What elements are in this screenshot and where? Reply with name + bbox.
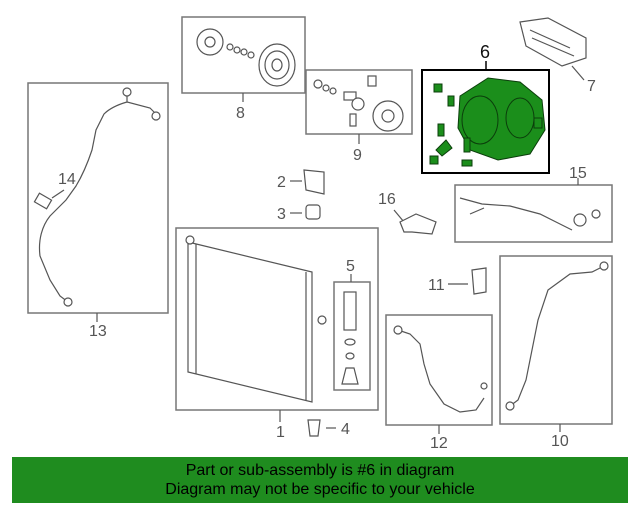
part-15-pipe-branch (469, 207, 485, 215)
part-12-fitting (393, 325, 403, 335)
part-9-bolt (367, 75, 377, 87)
callout-7: 7 (587, 78, 596, 95)
callout-4: 4 (341, 421, 350, 438)
part-12-box (385, 314, 493, 426)
callout-1: 1 (276, 424, 285, 441)
part-9-bolt-2 (349, 113, 357, 127)
part-12-fitting-2 (480, 382, 488, 390)
part-6-bolt-a (433, 83, 443, 93)
part-15-box (454, 184, 613, 243)
callout-8: 8 (236, 105, 245, 122)
part-5-desiccant (343, 291, 357, 331)
callout-2: 2 (277, 174, 286, 191)
part-9-coil-center (381, 109, 395, 123)
part-5-oring (345, 352, 355, 360)
part-2-seal[interactable] (303, 169, 325, 195)
info-banner: Part or sub-assembly is #6 in diagram Di… (12, 457, 628, 503)
part-1-tanks (195, 244, 307, 400)
part-9-washer (313, 79, 323, 89)
part-1-mount-2 (317, 315, 327, 325)
part-13-fitting-top (122, 87, 132, 97)
part-12-hose (397, 329, 485, 413)
part-10-fitting (599, 261, 609, 271)
part-9-washer-3 (329, 87, 337, 95)
callout-3: 3 (277, 206, 286, 223)
part-13-hose (38, 92, 128, 303)
part-6-bolt-g (533, 117, 543, 129)
part-15-oring-2 (591, 209, 601, 219)
part-13-hose-group[interactable] (27, 82, 169, 314)
part-10-box (499, 255, 613, 425)
part-7-bracket[interactable] (519, 17, 587, 67)
part-13-box (27, 82, 169, 314)
callout-13: 13 (89, 323, 107, 340)
callout-15: 15 (569, 165, 587, 182)
part-6-compressor-rear (505, 97, 535, 139)
part-8-shim-2 (233, 46, 241, 54)
callout-6: 6 (480, 42, 490, 62)
part-9-coil-group[interactable] (305, 69, 413, 135)
callout-12: 12 (430, 435, 448, 452)
part-10-hose (509, 265, 605, 407)
callout-9: 9 (353, 147, 362, 164)
part-8-hub (204, 36, 216, 48)
part-9-ring (351, 97, 365, 111)
part-4-cushion[interactable] (307, 419, 321, 437)
part-13-fitting-right (151, 111, 161, 121)
part-15-pipe-group[interactable] (454, 184, 613, 243)
callout-14: 14 (58, 171, 76, 188)
banner-line-1: Part or sub-assembly is #6 in diagram (185, 462, 455, 479)
part-6-bolt-f (461, 159, 473, 167)
part-6-compressor-group[interactable] (421, 69, 550, 174)
callout-10: 10 (551, 433, 569, 450)
part-8-shim-4 (247, 51, 255, 59)
part-13-fitting-bottom (63, 297, 73, 307)
part-5-plug (344, 338, 356, 346)
part-8-shim (226, 43, 234, 51)
part-1-condenser-core (187, 241, 313, 403)
part-9-washer-2 (322, 84, 330, 92)
part-14-body (33, 192, 53, 210)
part-6-compressor-face (461, 95, 499, 145)
part-12-hose-group[interactable] (385, 314, 493, 426)
part-7-ribs (529, 29, 575, 57)
part-6-bracket (435, 139, 453, 157)
part-14-sensor[interactable] (33, 192, 53, 210)
part-11-bracket[interactable] (471, 267, 487, 295)
part-8-pulley-bore (271, 58, 283, 72)
leader-16 (393, 209, 405, 223)
part-7-body (519, 17, 587, 67)
part-8-shim-3 (240, 48, 248, 56)
part-10-hose-group[interactable] (499, 255, 613, 425)
part-3-cushion[interactable] (305, 204, 321, 220)
part-16-bracket[interactable] (399, 213, 437, 235)
banner-line-2: Diagram may not be specific to your vehi… (165, 481, 475, 498)
callout-11: 11 (428, 277, 445, 294)
part-15-oring (573, 213, 587, 227)
part-6-bolt-c (437, 123, 445, 137)
part-5-cap (341, 367, 359, 385)
part-6-bolt-e (463, 137, 471, 153)
part-5-receiver-group[interactable] (333, 281, 371, 391)
callout-16: 16 (378, 191, 396, 208)
part-1-mount (185, 235, 195, 245)
part-6-bolt-b (447, 95, 455, 107)
leader-14 (51, 189, 65, 199)
part-8-clutch-group[interactable] (181, 16, 306, 94)
part-9-clip (343, 91, 357, 101)
part-10-fitting-2 (505, 401, 515, 411)
leader-7 (571, 65, 585, 81)
callout-5: 5 (346, 258, 355, 275)
part-15-pipe (459, 197, 573, 231)
part-6-bolt-d (429, 155, 439, 165)
